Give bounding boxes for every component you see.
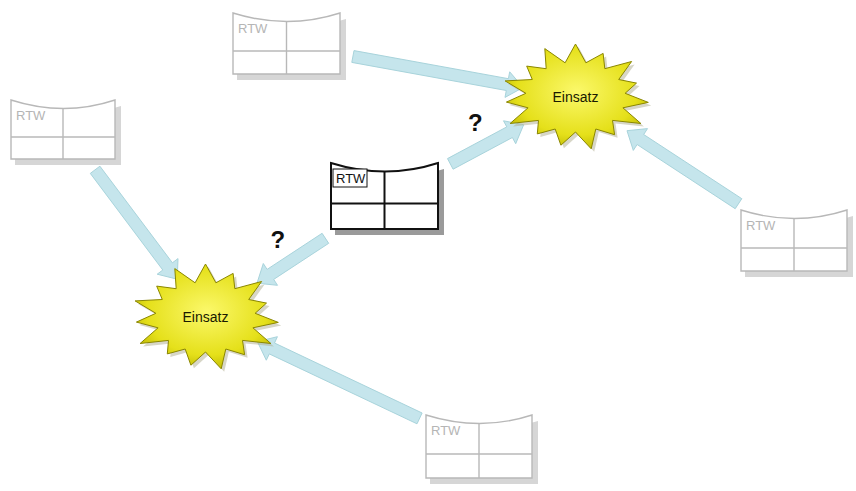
label-box (333, 169, 367, 187)
ambulance-box: RTW (740, 207, 854, 277)
flow-arrow (627, 129, 742, 209)
grid-line (793, 218, 794, 271)
ambulance-outline (232, 10, 347, 80)
flow-arrow (352, 51, 523, 98)
incident-label: Einsatz (128, 262, 283, 372)
ambulance-outline (740, 207, 854, 277)
grid-line (233, 50, 340, 51)
grid-line (331, 203, 438, 205)
incident-label: Einsatz (498, 42, 653, 152)
flow-arrow (90, 166, 178, 279)
vehicle-outline (331, 163, 438, 229)
vehicle-label: RTW (431, 424, 460, 438)
grid-line (478, 423, 479, 478)
grid-line (286, 21, 287, 74)
ambulance-box: RTW (425, 412, 539, 484)
vehicle-label: RTW (746, 219, 775, 233)
ambulance-box: RTW (330, 160, 445, 235)
incident-burst: Einsatz (128, 262, 283, 372)
vehicle-outline (11, 100, 115, 159)
ambulance-box: RTW (10, 97, 122, 165)
incident-burst: Einsatz (498, 42, 653, 152)
flow-arrow (257, 233, 329, 285)
grid-line (62, 108, 63, 159)
grid-line (384, 171, 386, 229)
grid-line (11, 136, 115, 137)
ambulance-outline (425, 412, 539, 484)
vehicle-outline (741, 210, 847, 271)
vehicle-outline (233, 13, 340, 74)
ambulance-box: RTW (232, 10, 347, 80)
ambulance-outline (10, 97, 122, 165)
vehicle-outline (426, 415, 532, 478)
vehicle-label: RTW (238, 22, 267, 36)
vehicle-label: RTW (16, 109, 45, 123)
vehicle-label: RTW (336, 172, 365, 186)
flow-arrow (448, 121, 524, 169)
grid-line (741, 247, 847, 248)
question-mark: ? (468, 111, 483, 135)
grid-line (426, 453, 532, 454)
flow-arrow (257, 337, 422, 424)
question-mark: ? (270, 228, 285, 252)
